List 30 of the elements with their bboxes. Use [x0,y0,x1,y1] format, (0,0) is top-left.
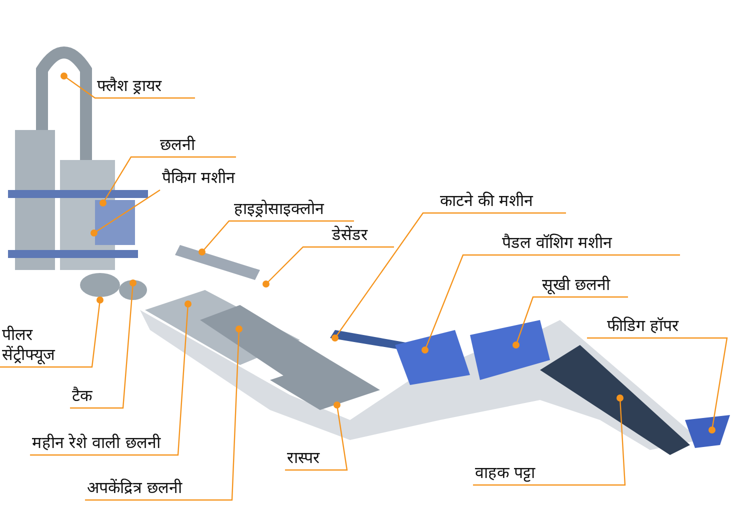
leader-line [60,72,195,99]
leader-line [100,156,236,206]
leader-line [587,337,728,434]
part-label: फीडिग हॉपर [605,316,727,338]
leader-line [512,296,628,348]
part-label: डेसेंडर [330,225,394,247]
part-label: पीलर सेंट्रीफ्यूज [0,325,92,367]
part-label: अपकेंद्रित्र छलनी [85,478,232,500]
leader-line [198,220,354,256]
part-label: वाहक पट्टा [473,463,625,485]
leader-line [422,254,680,354]
leader-line [332,212,566,342]
leader-line [30,300,192,456]
leader-line [262,246,394,288]
leader-line [473,394,626,486]
part-label: फ्लैश ड्रायर [95,76,195,98]
part-label: महीन रेशे वाली छलनी [30,433,178,455]
part-label: टैक [70,386,123,408]
leader-line [0,296,104,368]
leader-line [85,326,242,501]
leader-line [285,402,348,471]
part-label: रास्पर [285,448,347,470]
leader-line [70,280,136,409]
part-label: छलनी [158,135,236,157]
part-label: काटने की मशीन [438,191,566,213]
part-label: सूखी छलनी [540,275,628,297]
part-label: पैडल वॉशिग मशीन [500,233,680,255]
part-label: हाइड्रोसाइक्लोन [232,199,354,221]
leader-line [90,190,160,236]
part-label: पैकिग मशीन [160,168,260,190]
